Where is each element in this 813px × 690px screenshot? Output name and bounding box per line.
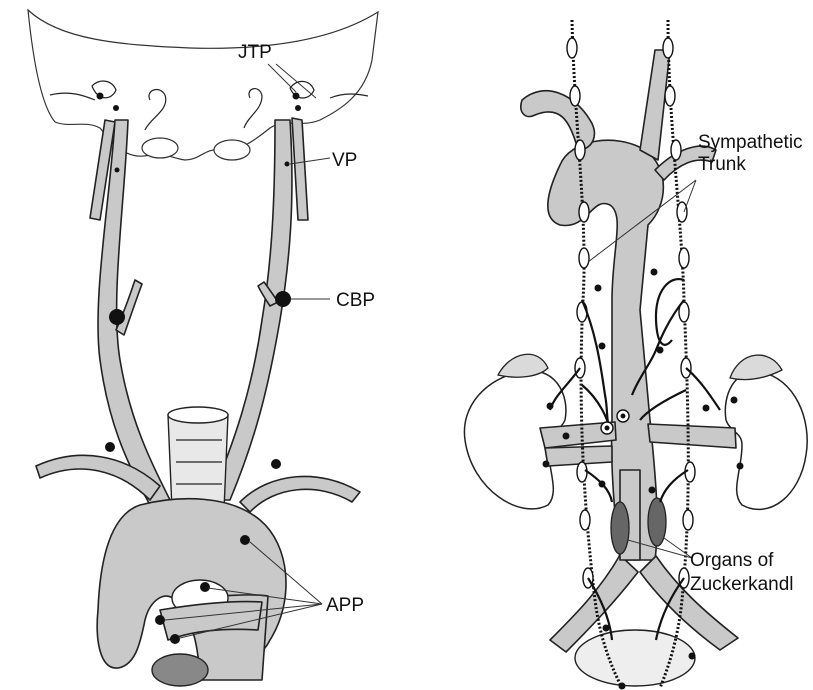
app-dot-inner-1 — [200, 582, 210, 592]
organs-of-zuckerkandl-label-line1: Organs of — [690, 550, 774, 571]
para-dot-6 — [563, 433, 570, 440]
para-dot-7 — [543, 461, 550, 468]
ganglion-l6 — [577, 302, 587, 322]
ganglion-r1 — [663, 38, 673, 58]
app-dot-inner-2 — [155, 615, 165, 625]
para-dot-12 — [649, 487, 656, 494]
para-dot-9 — [731, 397, 738, 404]
left-carotid-abdominal — [640, 50, 670, 160]
para-dot-10 — [737, 463, 744, 470]
jtp-dot-right — [293, 93, 300, 100]
trachea-opening — [168, 407, 228, 423]
skull-condyle-left — [142, 138, 178, 158]
app-dot-inner-3 — [170, 634, 180, 644]
vp-label: VP — [332, 150, 357, 171]
ganglion-l8 — [577, 462, 587, 482]
ganglion-r5 — [679, 248, 689, 268]
celiac-plexus-center-1 — [605, 426, 610, 431]
para-dot-3 — [599, 343, 606, 350]
app-dot-arch — [240, 535, 250, 545]
ganglion-r2 — [665, 86, 675, 106]
para-dot-1 — [595, 285, 602, 292]
kidney-right — [725, 372, 807, 510]
jtp-dot-left-2 — [113, 105, 119, 111]
nerve-celiac-right — [640, 368, 720, 420]
renal-right — [648, 424, 736, 448]
para-dot-2 — [651, 269, 658, 276]
ganglion-r3 — [671, 140, 681, 160]
ganglion-l2 — [570, 86, 580, 106]
ganglion-l1 — [567, 38, 577, 58]
jtp-dot-left — [97, 93, 104, 100]
sympathetic-trunk-label-line2: Trunk — [698, 154, 746, 175]
vp-dot-left — [115, 168, 120, 173]
para-dot-11 — [599, 481, 606, 488]
cbp-dot-right — [275, 291, 291, 307]
para-dot-5 — [547, 403, 554, 410]
ganglion-l3 — [575, 140, 585, 160]
renal-left-2 — [545, 446, 612, 466]
celiac-plexus-center-2 — [621, 414, 626, 419]
ganglion-l9 — [580, 510, 590, 530]
subclavian-right — [240, 476, 360, 512]
app-label: APP — [326, 595, 364, 616]
ganglion-l5 — [579, 248, 589, 268]
para-dot-15 — [619, 683, 626, 690]
skull-base — [28, 10, 378, 160]
app-dot-neck-right — [271, 459, 281, 469]
para-dot-13 — [603, 625, 610, 632]
jtp-dot-right-2 — [295, 105, 301, 111]
right-panel-abdomen: Sympathetic Trunk Organs of Zuckerkandl — [464, 20, 807, 690]
app-dot-neck-left — [105, 442, 115, 452]
vagus-right — [292, 118, 308, 220]
abdominal-aorta-arch — [548, 140, 664, 560]
cbp-label: CBP — [336, 290, 375, 311]
ganglion-r9 — [683, 510, 693, 530]
para-dot-8 — [703, 405, 710, 412]
right-brachiocephalic — [521, 91, 595, 150]
jtp-label: JTP — [238, 42, 272, 63]
ganglion-r4 — [677, 202, 687, 222]
left-panel-head-neck: JTP VP CBP APP — [28, 10, 378, 686]
bladder — [575, 630, 695, 686]
nerve-plexus-left — [582, 300, 610, 430]
zuckerkandl-organ-left — [611, 502, 629, 554]
ganglion-l4 — [579, 202, 589, 222]
para-dot-4 — [657, 347, 664, 354]
organs-of-zuckerkandl-label-line2: Zuckerkandl — [690, 574, 794, 595]
cbp-dot-left — [109, 309, 125, 325]
vp-dot-right — [285, 162, 290, 167]
zuckerkandl-organ-right — [648, 498, 666, 546]
skull-condyle-right — [214, 140, 250, 160]
sympathetic-trunk-label-line1: Sympathetic — [698, 132, 803, 153]
para-dot-14 — [689, 653, 696, 660]
external-carotid-left — [116, 280, 142, 335]
aorta-cut-end — [152, 654, 208, 686]
